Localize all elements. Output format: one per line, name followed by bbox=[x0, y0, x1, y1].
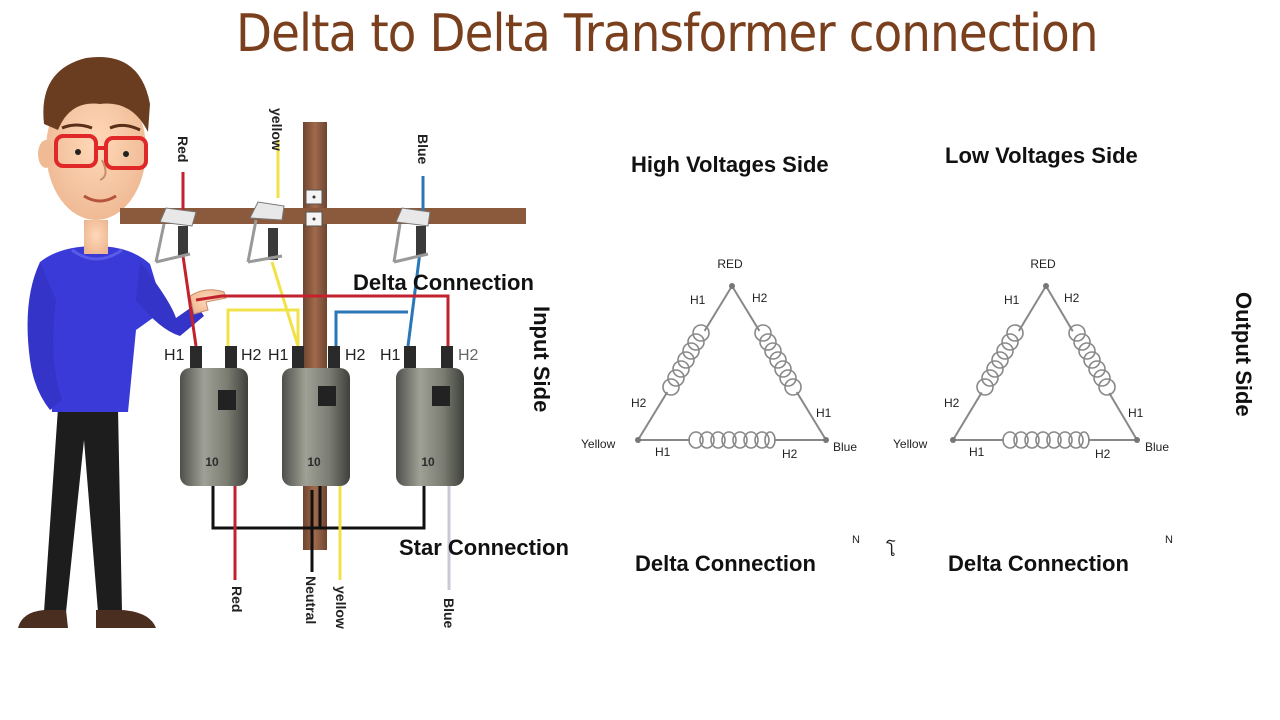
vertex-label-red: RED bbox=[717, 257, 743, 271]
output-wire-label-red: Red bbox=[229, 586, 245, 612]
terminal-label: H1 bbox=[164, 347, 185, 364]
delta-connection-label: Delta Connection bbox=[353, 270, 534, 295]
transformer-badge: 10 bbox=[421, 455, 435, 469]
delta-blue-link bbox=[334, 310, 408, 346]
coil-terminal-label: H2 bbox=[631, 396, 647, 410]
low-voltage-delta-diagram: Low Voltages Side bbox=[893, 143, 1173, 576]
vertex-label-blue: Blue bbox=[1145, 440, 1169, 454]
star-connection-label: Star Connection bbox=[399, 535, 569, 560]
coil-terminal-label: H1 bbox=[1128, 406, 1144, 420]
terminal-label: H1 bbox=[380, 347, 401, 364]
output-side-label: Output Side bbox=[1231, 292, 1256, 417]
input-wire-label-blue: Blue bbox=[415, 134, 431, 165]
coil-terminal-label: H1 bbox=[690, 293, 706, 307]
vertex-label-yellow: Yellow bbox=[893, 437, 928, 451]
coil-terminal-label: H1 bbox=[969, 445, 985, 459]
coil-terminal-label: H2 bbox=[782, 447, 798, 461]
terminal-label: H1 bbox=[268, 347, 289, 364]
presenter-illustration bbox=[18, 56, 227, 628]
low-side-caption: Delta Connection bbox=[948, 551, 1129, 576]
transformer-tank: 10 bbox=[180, 346, 248, 486]
fuse-cutout bbox=[154, 207, 197, 264]
coil-terminal-label: H2 bbox=[1095, 447, 1111, 461]
fuse-cutout bbox=[392, 207, 431, 264]
output-wire-label-blue: Blue bbox=[441, 598, 457, 629]
coil-terminal-label: H2 bbox=[944, 396, 960, 410]
terminal-label: H2 bbox=[241, 347, 262, 364]
high-side-caption: Delta Connection bbox=[635, 551, 816, 576]
vertex-label-yellow: Yellow bbox=[581, 437, 616, 451]
terminal-label: H2 bbox=[345, 347, 366, 364]
high-voltage-delta-diagram: High Voltages Side bbox=[581, 152, 860, 576]
transformer-tank: 10 bbox=[282, 346, 350, 486]
coil-terminal-label: H1 bbox=[816, 406, 832, 420]
low-side-note: N bbox=[1165, 534, 1173, 546]
terminal-label: H2 bbox=[458, 347, 479, 364]
high-side-heading: High Voltages Side bbox=[631, 152, 829, 177]
delta-red-link bbox=[195, 294, 450, 346]
vertex-label-red: RED bbox=[1030, 257, 1056, 271]
output-wire-label-neutral: Neutral bbox=[303, 576, 319, 624]
delta-yellow-link bbox=[226, 308, 300, 350]
transformer-badge: 10 bbox=[205, 455, 219, 469]
input-side-label: Input Side bbox=[529, 306, 554, 412]
coil-terminal-label: H1 bbox=[1004, 293, 1020, 307]
stray-mark: โ bbox=[886, 539, 896, 560]
transformer-badge: 10 bbox=[307, 455, 321, 469]
coil-terminal-label: H2 bbox=[1064, 291, 1080, 305]
input-wire-label-yellow: yellow bbox=[269, 108, 285, 151]
coil-terminal-label: H1 bbox=[655, 445, 671, 459]
vertex-label-blue: Blue bbox=[833, 440, 857, 454]
input-wire-label-red: Red bbox=[175, 136, 191, 162]
coil-terminal-label: H2 bbox=[752, 291, 768, 305]
output-wire-label-yellow: yellow bbox=[333, 586, 349, 629]
fuse-cutout bbox=[246, 201, 285, 264]
transformer-tank: 10 bbox=[396, 346, 464, 486]
diagram-title: Delta to Delta Transformer connection bbox=[236, 4, 1098, 64]
high-side-note: N bbox=[852, 534, 860, 546]
low-side-heading: Low Voltages Side bbox=[945, 143, 1138, 168]
